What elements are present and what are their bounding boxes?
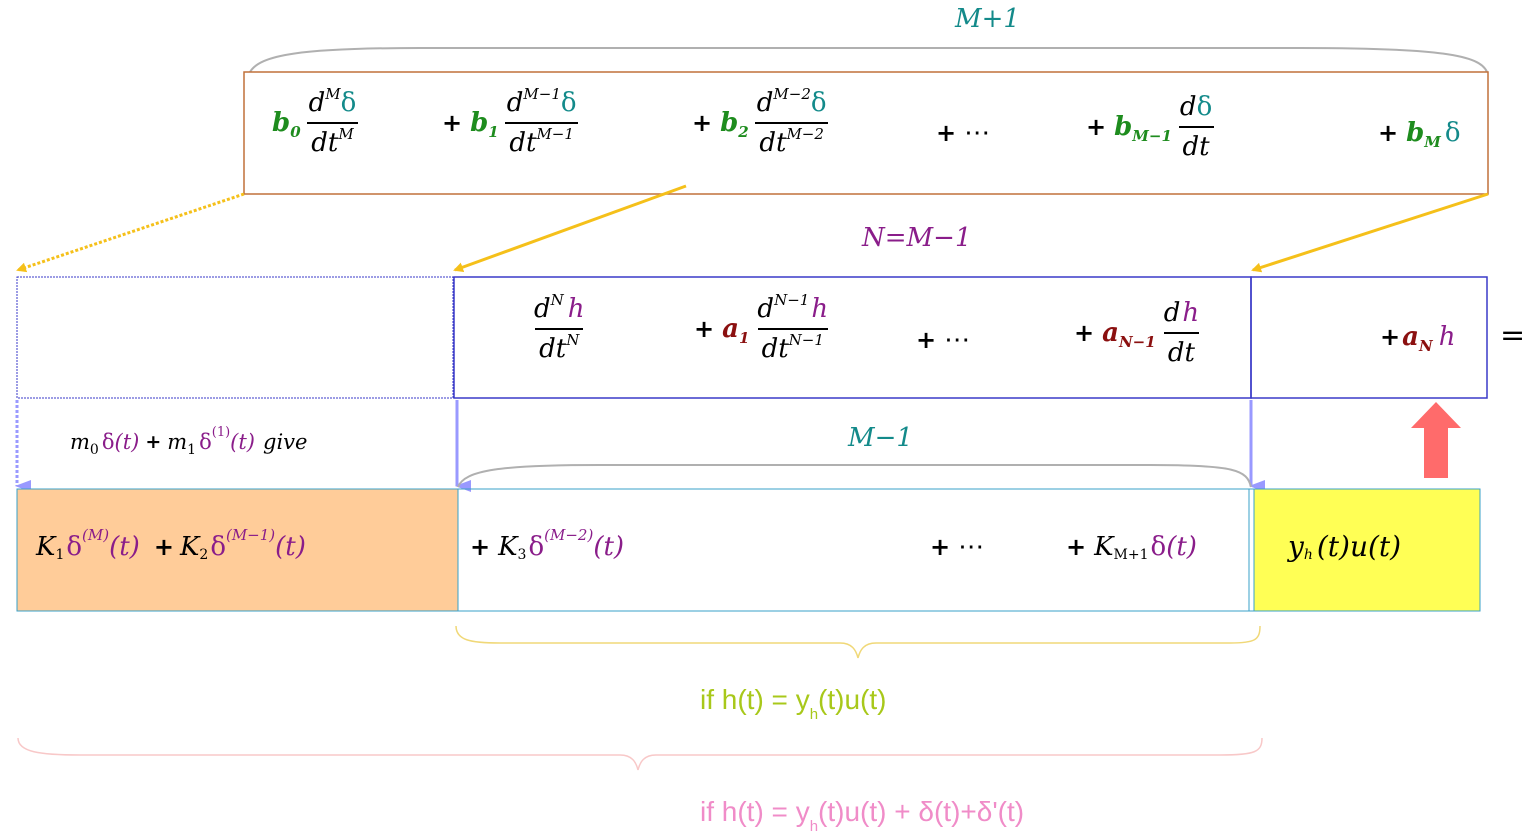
brace-pink bbox=[17, 737, 1263, 771]
arrow-mid bbox=[453, 184, 687, 272]
term-bottom-dots: +⋯ bbox=[930, 532, 985, 562]
condition-with-impulses: if h(t) = yh(t)u(t) + δ(t)+δ'(t) bbox=[700, 796, 1025, 835]
brace-m-plus-1 bbox=[249, 47, 1488, 73]
equals-sign: = bbox=[1500, 318, 1526, 353]
top-equation-box bbox=[243, 71, 1489, 195]
label-m-plus-1: M+1 bbox=[955, 4, 1020, 34]
yellow-box bbox=[1253, 488, 1481, 612]
red-up-arrow bbox=[1411, 402, 1461, 478]
middle-empty-box bbox=[16, 276, 454, 399]
orange-box bbox=[16, 488, 459, 612]
condition-homogeneous: if h(t) = yh(t)u(t) bbox=[700, 684, 887, 723]
bottom-thin-box bbox=[1248, 488, 1255, 612]
brace-m-minus-1 bbox=[457, 464, 1252, 488]
label-m-minus-1: M−1 bbox=[848, 423, 913, 453]
label-n-eq-m-minus-1: N=M−1 bbox=[862, 223, 972, 253]
brace-yellow bbox=[455, 625, 1261, 659]
arrow-dotted-left bbox=[16, 192, 245, 273]
term-top-dots: +⋯ bbox=[936, 118, 991, 148]
term-mid-dots: +⋯ bbox=[916, 325, 971, 355]
arrow-right bbox=[1251, 192, 1489, 273]
middle-right-box bbox=[1250, 276, 1488, 399]
